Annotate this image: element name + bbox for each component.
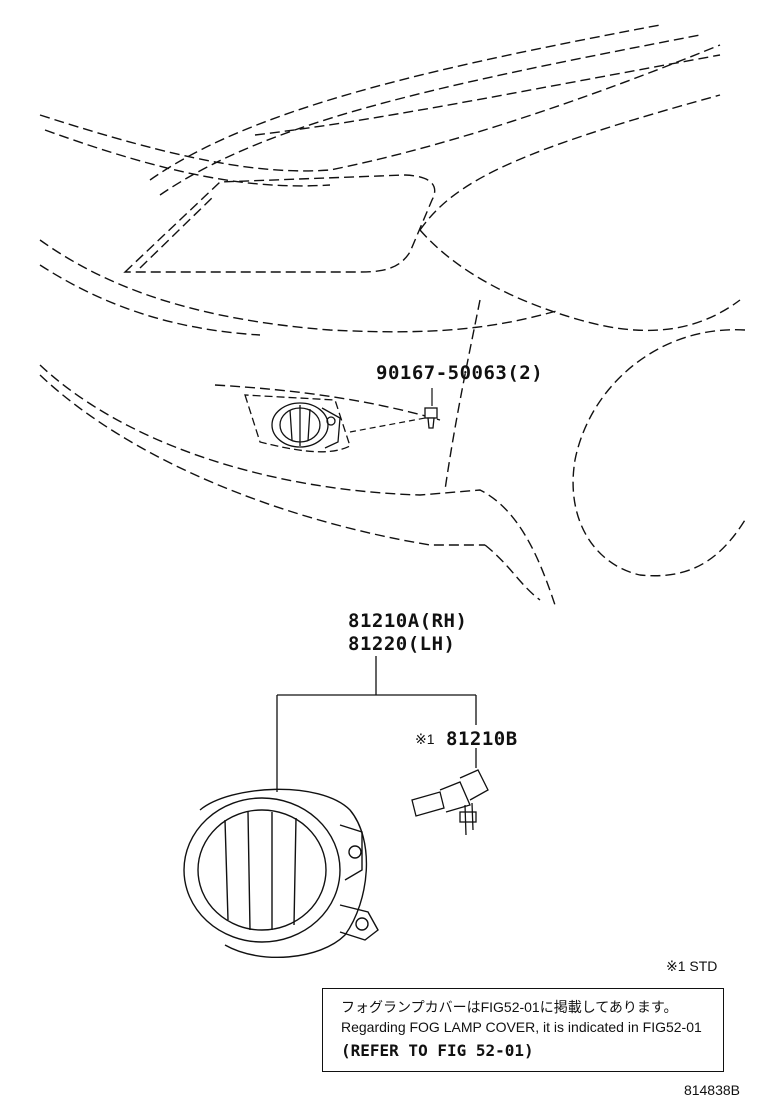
note-english: Regarding FOG LAMP COVER, it is indicate…: [341, 1019, 702, 1035]
fog-lamp-unit-icon: [183, 788, 379, 959]
note-reference: (REFER TO FIG 52-01): [341, 1041, 534, 1060]
bolt-icon: [424, 407, 438, 429]
fog-lamp-rh-part-number: 81210A(RH): [348, 610, 468, 632]
bulb-icon: [411, 769, 489, 836]
note-japanese: フォグランプカバーはFIG52-01に掲載してあります。: [341, 999, 678, 1015]
bolt-part-number: 90167-50063(2): [376, 362, 544, 384]
installed-fog-lamp-icon: [244, 394, 351, 453]
bolt-leader: [349, 417, 426, 433]
fog-lamp-lh-part-number: 81220(LH): [348, 633, 456, 655]
bulb-std-mark: ※1: [415, 731, 435, 747]
note-box: フォグランプカバーはFIG52-01に掲載してあります。 Regarding F…: [322, 988, 724, 1072]
vehicle-body-outline: [39, 24, 746, 606]
std-legend: ※1 STD: [666, 958, 718, 974]
figure-id: 814838B: [683, 1082, 740, 1098]
bulb-part-number: 81210B: [446, 728, 518, 750]
assembly-leader-lines: [276, 656, 477, 792]
